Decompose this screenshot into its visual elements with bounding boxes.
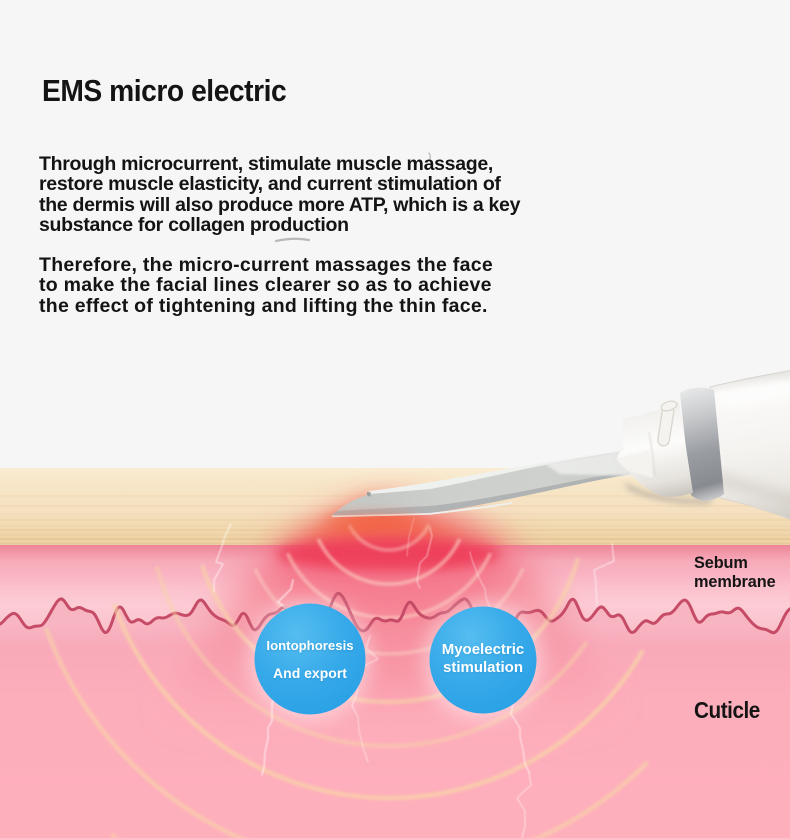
paragraph-line: substance for collagen production (39, 213, 349, 236)
paragraph-line: to make the facial lines clearer so as t… (39, 274, 492, 297)
bubble-text-line: stimulation (442, 659, 523, 676)
page-title: EMS micro electric (42, 73, 287, 108)
intro-paragraph-1: Through microcurrent, stimulate muscle m… (39, 154, 520, 235)
myoelectric-bubble (425, 602, 541, 718)
paragraph-line: Therefore, the micro-current massages th… (39, 254, 493, 276)
cuticle-label: Cuticle (694, 697, 760, 723)
bubble-text-line: Iontophoresis (266, 638, 354, 653)
smudge-marks (274, 152, 432, 243)
paragraph-line: restore muscle elasticity, and current s… (39, 173, 501, 196)
blade-tip-glow (324, 512, 420, 530)
paragraph-line: Through microcurrent, stimulate muscle m… (39, 153, 494, 175)
label-line: Sebum (694, 554, 748, 572)
iontophoresis-bubble-label: Iontophoresis And export (252, 638, 368, 681)
paragraph-line: the dermis will also produce more ATP, w… (39, 193, 521, 216)
spatula-blade (331, 450, 642, 518)
sebum-membrane-label: Sebum membrane (694, 554, 776, 591)
bubble-text-line: Myoelectric (441, 641, 525, 658)
iontophoresis-bubble (250, 599, 370, 719)
peach-ripple-arcs (44, 557, 649, 838)
intro-paragraph-2: Therefore, the micro-current massages th… (39, 255, 493, 316)
myoelectric-bubble-label: Myoelectric stimulation (427, 641, 539, 677)
device (616, 370, 790, 520)
label-line: membrane (694, 572, 776, 591)
paragraph-line: the effect of tightening and lifting the… (39, 294, 488, 317)
bubble-text-line: And export (273, 665, 347, 681)
